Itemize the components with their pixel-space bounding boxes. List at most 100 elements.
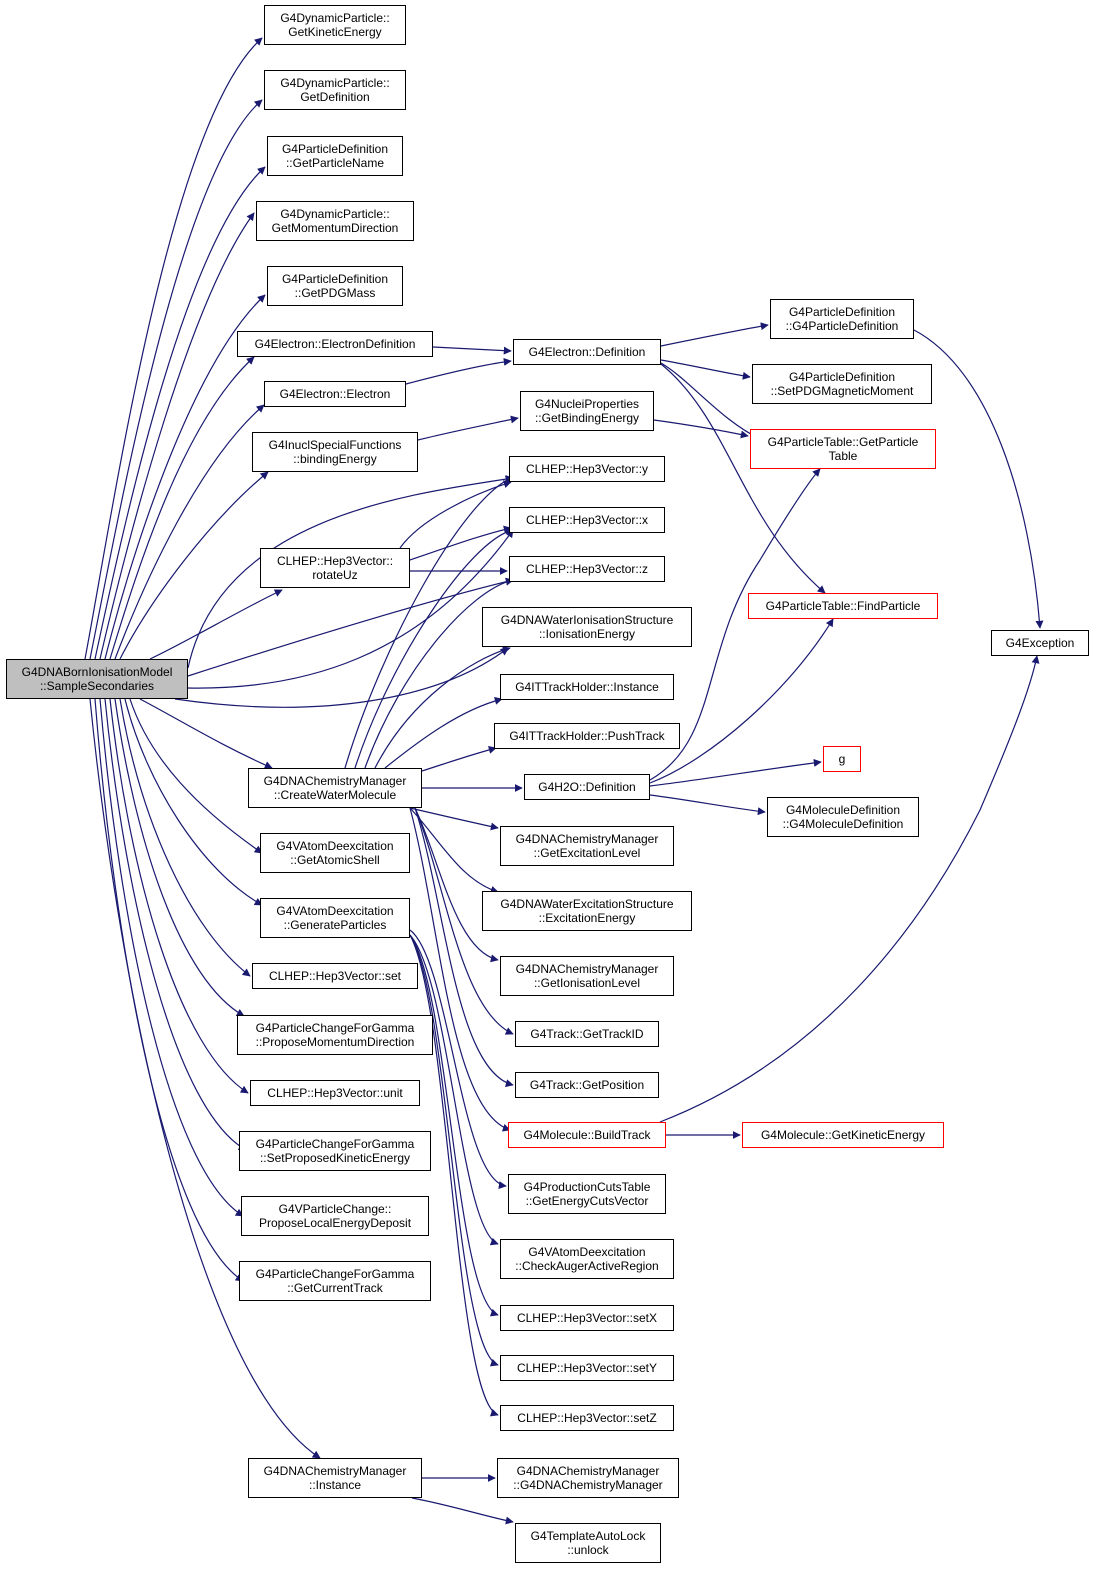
edge-n8-to-m2: [417, 415, 519, 441]
node-n2[interactable]: G4DynamicParticle:: GetDefinition: [264, 70, 406, 110]
node-r4-label: G4ParticleTable::FindParticle: [765, 599, 921, 613]
node-n6-label: G4Electron::ElectronDefinition: [254, 337, 416, 351]
node-m17[interactable]: G4VAtomDeexcitation ::CheckAugerActiveRe…: [500, 1239, 674, 1279]
node-n3-label: G4ParticleDefinition ::GetParticleName: [281, 142, 389, 170]
edge-root-to-n7: [114, 404, 265, 660]
node-n9[interactable]: CLHEP::Hep3Vector:: rotateUz: [260, 548, 410, 588]
node-m6[interactable]: G4DNAWaterIonisationStructure ::Ionisati…: [482, 607, 692, 647]
node-m13[interactable]: G4Track::GetTrackID: [515, 1021, 659, 1047]
edge-n10-to-m3: [344, 476, 514, 769]
node-n4[interactable]: G4DynamicParticle:: GetMomentumDirection: [256, 201, 414, 241]
node-m19[interactable]: CLHEP::Hep3Vector::setY: [500, 1355, 674, 1381]
edge-n10-to-m15: [409, 807, 511, 1132]
node-m17-label: G4VAtomDeexcitation ::CheckAugerActiveRe…: [515, 1245, 659, 1273]
node-root: G4DNABornIonisationModel ::SampleSeconda…: [6, 659, 188, 699]
node-r7[interactable]: G4Molecule::GetKineticEnergy: [742, 1122, 944, 1148]
node-m3[interactable]: CLHEP::Hep3Vector::y: [509, 456, 665, 482]
node-m9[interactable]: G4H2O::Definition: [524, 774, 650, 800]
node-m5[interactable]: CLHEP::Hep3Vector::z: [509, 556, 665, 582]
node-m19-label: CLHEP::Hep3Vector::setY: [516, 1361, 658, 1375]
edge-m9-to-r5: [649, 758, 822, 787]
node-r2[interactable]: G4ParticleDefinition ::SetPDGMagneticMom…: [752, 364, 932, 404]
node-m1[interactable]: G4Electron::Definition: [513, 339, 661, 365]
node-n9-label: CLHEP::Hep3Vector:: rotateUz: [276, 554, 394, 582]
edge-root-to-n2: [89, 99, 263, 660]
node-r4[interactable]: G4ParticleTable::FindParticle: [748, 593, 938, 619]
node-n7-label: G4Electron::Electron: [279, 387, 391, 401]
node-m22[interactable]: G4TemplateAutoLock ::unlock: [515, 1523, 661, 1563]
node-m10[interactable]: G4DNAChemistryManager ::GetExcitationLev…: [500, 826, 674, 866]
edge-root-to-n10: [139, 698, 273, 769]
node-n16-label: G4ParticleChangeForGamma ::SetProposedKi…: [255, 1137, 415, 1165]
edge-root-to-n5: [104, 294, 266, 660]
edge-root-to-n13: [119, 698, 251, 977]
edge-root-to-n6: [109, 356, 255, 660]
node-r3[interactable]: G4ParticleTable::GetParticle Table: [750, 429, 936, 469]
edge-n19-to-m22: [411, 1497, 514, 1525]
node-m14[interactable]: G4Track::GetPosition: [515, 1072, 659, 1098]
node-m4[interactable]: CLHEP::Hep3Vector::x: [509, 507, 665, 533]
edge-m9-to-r4: [649, 618, 834, 784]
edge-n6-to-m1: [432, 346, 512, 355]
node-n19[interactable]: G4DNAChemistryManager ::Instance: [248, 1458, 422, 1498]
node-n3[interactable]: G4ParticleDefinition ::GetParticleName: [267, 136, 403, 176]
node-m4-label: CLHEP::Hep3Vector::x: [525, 513, 649, 527]
node-m12[interactable]: G4DNAChemistryManager ::GetIonisationLev…: [500, 956, 674, 996]
node-n10-label: G4DNAChemistryManager ::CreateWaterMolec…: [263, 774, 407, 802]
edge-root-to-n17: [99, 698, 244, 1217]
node-m21[interactable]: G4DNAChemistryManager ::G4DNAChemistryMa…: [497, 1458, 679, 1498]
edge-root-to-n18: [94, 698, 244, 1282]
edge-root-to-m3: [187, 475, 514, 669]
node-m8-label: G4ITTrackHolder::PushTrack: [509, 729, 665, 743]
node-n14[interactable]: G4ParticleChangeForGamma ::ProposeMoment…: [237, 1015, 433, 1055]
node-n11[interactable]: G4VAtomDeexcitation ::GetAtomicShell: [260, 833, 410, 873]
node-m20[interactable]: CLHEP::Hep3Vector::setZ: [500, 1405, 674, 1431]
node-m15[interactable]: G4Molecule::BuildTrack: [508, 1122, 666, 1148]
edge-root-to-m5: [187, 577, 514, 677]
node-root-label: G4DNABornIonisationModel ::SampleSeconda…: [21, 665, 173, 693]
node-m2-label: G4NucleiProperties ::GetBindingEnergy: [534, 397, 640, 425]
node-m16-label: G4ProductionCutsTable ::GetEnergyCutsVec…: [523, 1180, 651, 1208]
node-n12[interactable]: G4VAtomDeexcitation ::GenerateParticles: [260, 898, 410, 938]
node-r5[interactable]: g: [823, 746, 861, 772]
edge-m9-to-r6: [649, 794, 766, 816]
node-n1[interactable]: G4DynamicParticle:: GetKineticEnergy: [264, 5, 406, 45]
node-m11[interactable]: G4DNAWaterExcitationStructure ::Excitati…: [482, 891, 692, 931]
node-m9-label: G4H2O::Definition: [538, 780, 636, 794]
edge-m2-to-r3: [653, 419, 749, 439]
node-m8[interactable]: G4ITTrackHolder::PushTrack: [494, 723, 680, 749]
node-m3-label: CLHEP::Hep3Vector::y: [525, 462, 649, 476]
node-m16[interactable]: G4ProductionCutsTable ::GetEnergyCutsVec…: [508, 1174, 666, 1214]
node-m18[interactable]: CLHEP::Hep3Vector::setX: [500, 1305, 674, 1331]
edge-m1-to-r4: [660, 363, 826, 594]
node-n1-label: G4DynamicParticle:: GetKineticEnergy: [280, 11, 390, 39]
node-x1[interactable]: G4Exception: [991, 630, 1089, 656]
edge-root-to-n15: [109, 698, 249, 1094]
node-n19-label: G4DNAChemistryManager ::Instance: [263, 1464, 407, 1492]
edge-m1-to-r1: [660, 322, 769, 347]
node-r1[interactable]: G4ParticleDefinition ::G4ParticleDefinit…: [770, 299, 914, 339]
node-n18[interactable]: G4ParticleChangeForGamma ::GetCurrentTra…: [239, 1261, 431, 1301]
node-m2[interactable]: G4NucleiProperties ::GetBindingEnergy: [520, 391, 654, 431]
edge-n10-to-m10: [409, 807, 499, 831]
node-n8[interactable]: G4InuclSpecialFunctions ::bindingEnergy: [252, 432, 418, 472]
node-n10[interactable]: G4DNAChemistryManager ::CreateWaterMolec…: [248, 768, 422, 808]
edge-n10-to-m14: [414, 807, 514, 1088]
node-m7[interactable]: G4ITTrackHolder::Instance: [500, 674, 674, 700]
node-n6[interactable]: G4Electron::ElectronDefinition: [237, 331, 433, 357]
edge-n10-to-m12: [414, 807, 499, 963]
edge-n12-to-m16: [409, 929, 507, 1189]
node-n13[interactable]: CLHEP::Hep3Vector::set: [252, 963, 418, 989]
node-n17[interactable]: G4VParticleChange:: ProposeLocalEnergyDe…: [241, 1196, 429, 1236]
node-n8-label: G4InuclSpecialFunctions ::bindingEnergy: [268, 438, 402, 466]
node-n5[interactable]: G4ParticleDefinition ::GetPDGMass: [267, 266, 403, 306]
node-m15-label: G4Molecule::BuildTrack: [523, 1128, 651, 1142]
node-n7[interactable]: G4Electron::Electron: [264, 381, 406, 407]
node-n15[interactable]: CLHEP::Hep3Vector::unit: [250, 1080, 420, 1106]
node-n2-label: G4DynamicParticle:: GetDefinition: [280, 76, 390, 104]
node-r2-label: G4ParticleDefinition ::SetPDGMagneticMom…: [770, 370, 914, 398]
node-r6[interactable]: G4MoleculeDefinition ::G4MoleculeDefinit…: [767, 797, 919, 837]
node-n16[interactable]: G4ParticleChangeForGamma ::SetProposedKi…: [239, 1131, 431, 1171]
